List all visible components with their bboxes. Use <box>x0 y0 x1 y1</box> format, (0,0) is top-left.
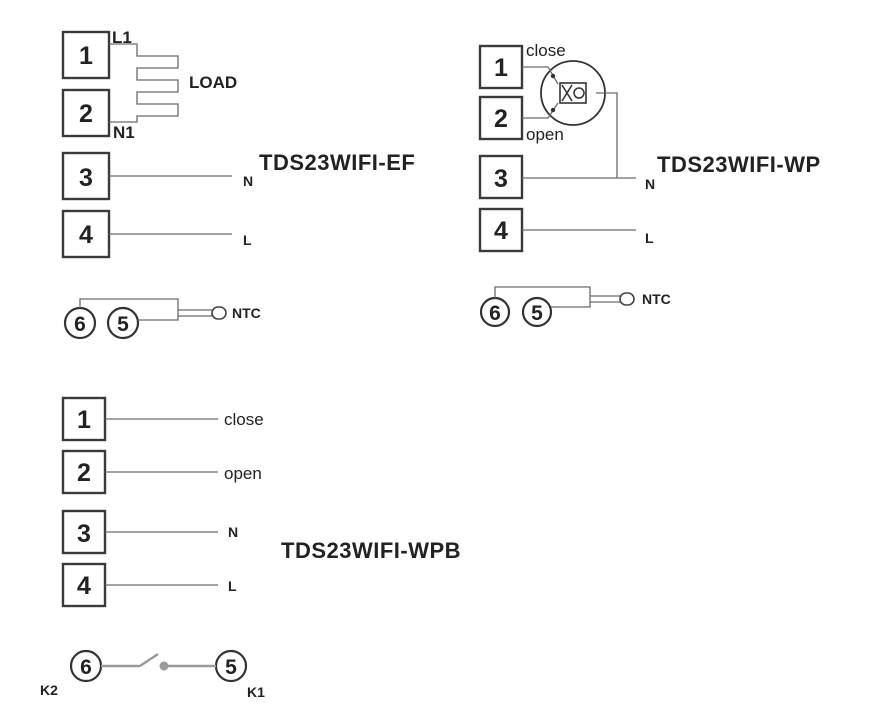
ef-terminal-5-circle <box>106 306 140 340</box>
ef-terminal-4: 4 <box>79 221 93 249</box>
wp-terminal-3-box <box>478 154 524 200</box>
wp-terminal-2-box <box>478 95 524 141</box>
wp-motor-body <box>559 82 587 104</box>
wp-ntc-label: NTC <box>642 291 671 307</box>
ef-terminal-1-box <box>61 30 111 80</box>
ef-model-title: TDS23WIFI-EF <box>259 150 415 175</box>
wpb-n-label: N <box>228 524 238 540</box>
wpb-terminal-2-box <box>61 449 107 495</box>
wp-close-wire <box>522 66 559 85</box>
wp-motor-icon <box>573 87 585 99</box>
wpb-close-label: close <box>224 410 264 429</box>
wp-ntc-sensor: 6 5 NTC <box>479 286 671 328</box>
wpb-terminal-4-box <box>61 562 107 608</box>
wp-model-title: TDS23WIFI-WP <box>657 152 821 177</box>
wpb-terminal-1: 1 <box>77 406 91 434</box>
wp-terminal-1-box <box>478 44 524 90</box>
wp-terminal-5-circle <box>521 296 553 328</box>
ef-terminal-1: 1 <box>79 42 93 70</box>
wpb-diagram: 1 2 3 4 close open N L TDS23WIFI-WPB 6 5… <box>40 396 461 700</box>
wp-terminal-1: 1 <box>494 54 508 82</box>
ef-l-label: L <box>243 232 252 248</box>
ef-n1-label: N1 <box>113 123 135 142</box>
ef-diagram: 1 2 3 4 L1 N1 LOAD N L TDS23WIFI-EF 6 5 … <box>61 28 415 340</box>
wp-l-label: L <box>645 230 654 246</box>
ef-terminal-2-box <box>61 88 111 138</box>
wp-terminal-5: 5 <box>531 302 543 325</box>
wpb-dry-contact: 6 5 K2 K1 <box>40 649 265 700</box>
wp-terminal-4: 4 <box>494 217 508 245</box>
wpb-open-label: open <box>224 464 262 483</box>
ef-ntc-probe <box>211 306 227 320</box>
wpb-k2-label: K2 <box>40 682 58 698</box>
wp-n-label: N <box>645 176 655 192</box>
wp-ntc-wire-6 <box>494 286 591 308</box>
wp-diagram: 1 2 3 4 close open N L TDS23WIFI-WP 6 5 <box>478 41 821 328</box>
ef-terminal-6: 6 <box>74 313 86 336</box>
ef-ntc-sensor: 6 5 NTC <box>63 298 261 340</box>
wp-motor-neutral-wire <box>596 92 618 178</box>
wp-valve-motor <box>522 60 618 178</box>
ef-terminal-3-box <box>61 151 111 201</box>
wp-terminal-3: 3 <box>494 165 508 193</box>
ef-terminal-2: 2 <box>79 100 93 128</box>
wp-ntc-probe <box>619 292 635 306</box>
wp-terminal-2: 2 <box>494 105 508 133</box>
wpb-terminal-5: 5 <box>225 656 237 679</box>
wpb-model-title: TDS23WIFI-WPB <box>281 538 461 563</box>
wpb-terminal-1-box <box>61 396 107 442</box>
wp-close-label: close <box>526 41 566 60</box>
wpb-l-label: L <box>228 578 237 594</box>
ef-terminal-3: 3 <box>79 164 93 192</box>
wp-close-arrow <box>550 73 556 79</box>
wpb-terminal-4: 4 <box>77 572 91 600</box>
wpb-k1-label: K1 <box>247 684 265 700</box>
wp-open-wire <box>522 102 559 119</box>
wpb-terminal-6: 6 <box>80 656 92 679</box>
wp-terminal-6: 6 <box>489 302 501 325</box>
ef-l1-label: L1 <box>112 28 132 47</box>
ef-ntc-wire-6 <box>79 298 179 321</box>
wp-open-label: open <box>526 125 564 144</box>
ef-n-label: N <box>243 173 253 189</box>
wp-valve-icon <box>561 84 573 102</box>
wpb-terminal-2: 2 <box>77 459 91 487</box>
wpb-switch-blade <box>139 652 159 668</box>
wp-open-arrow <box>550 107 556 113</box>
ef-load-label: LOAD <box>189 73 237 92</box>
ef-load-element <box>109 43 179 123</box>
ef-terminal-5: 5 <box>117 313 129 336</box>
wpb-terminal-3: 3 <box>77 520 91 548</box>
ef-ntc-label: NTC <box>232 305 261 321</box>
